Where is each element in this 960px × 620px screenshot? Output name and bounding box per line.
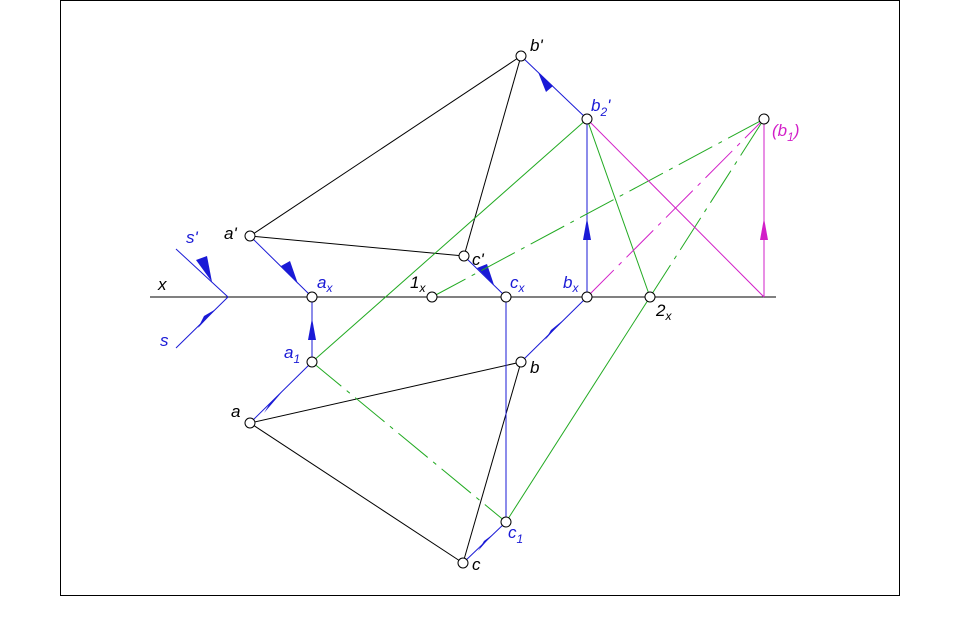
label-a-prime: a' xyxy=(224,224,237,243)
label-b1-sub: 1 xyxy=(787,130,794,144)
arrow-b-prime-b2-prime xyxy=(538,72,553,92)
label-s-prime: s' xyxy=(186,228,199,247)
point-a xyxy=(244,417,256,429)
point-bx xyxy=(581,291,593,303)
arrow-c-prime-cx xyxy=(477,264,494,285)
point-c xyxy=(457,557,469,569)
label-c1-main: c xyxy=(508,523,517,542)
label-a: a xyxy=(231,402,240,421)
point-1x xyxy=(426,291,438,303)
arrow-c-c1 xyxy=(478,535,492,551)
point-cx xyxy=(500,291,512,303)
label-2x-sub: x xyxy=(664,309,672,323)
point-a-prime xyxy=(244,230,256,242)
label-a1-sub: 1 xyxy=(293,352,300,366)
label-b2-prime-sub: 2 xyxy=(599,105,607,119)
label-c1-sub: 1 xyxy=(517,532,524,546)
green-b2-prime-2x xyxy=(586,118,651,298)
green-2x-c1 xyxy=(505,296,651,523)
line-b-prime-b2-prime xyxy=(520,55,588,120)
point-b1 xyxy=(758,113,770,125)
green-a1-c1 xyxy=(311,361,507,523)
label-ax: ax xyxy=(317,273,333,295)
arrow-a-prime-ax xyxy=(281,261,298,284)
direction-s-prime-arrow xyxy=(196,256,212,282)
green-2x-b1 xyxy=(649,118,765,298)
label-ax-sub: x xyxy=(325,281,333,295)
arrow-ax-a1 xyxy=(308,318,316,340)
arrow-bx-b2-prime xyxy=(583,218,591,240)
point-c1 xyxy=(500,516,512,528)
line-c-prime-cx xyxy=(463,255,507,298)
horizontal-triangle xyxy=(249,361,522,564)
blue-projection-lines xyxy=(249,55,588,564)
point-a1 xyxy=(306,356,318,368)
label-x-axis: x xyxy=(157,275,167,294)
point-b xyxy=(515,356,527,368)
label-a1: a1 xyxy=(284,343,300,366)
point-b2-prime xyxy=(581,113,593,125)
label-cx-sub: x xyxy=(518,281,526,295)
label-2x-main: 2 xyxy=(655,301,666,320)
edge-a-prime-b-prime xyxy=(249,55,522,237)
green-1x-b1 xyxy=(431,118,765,298)
edge-b-c xyxy=(462,361,522,564)
label-bx-sub: x xyxy=(571,281,579,295)
label-b1-close: ) xyxy=(792,121,800,140)
point-c-prime xyxy=(458,250,470,262)
edge-a-c xyxy=(249,422,464,564)
label-s: s xyxy=(160,331,169,350)
label-2x: 2x xyxy=(655,301,672,323)
edge-a-prime-c-prime xyxy=(249,235,465,257)
label-cx-main: c xyxy=(510,273,519,292)
label-c: c xyxy=(472,555,481,574)
label-bx: bx xyxy=(563,273,579,295)
green-lines xyxy=(311,118,765,523)
points xyxy=(244,50,770,569)
direction-s-arrow xyxy=(198,309,216,328)
label-b1-open: (b xyxy=(772,121,787,140)
label-b2-prime: b2' xyxy=(591,96,611,119)
magenta-lines xyxy=(586,118,765,298)
label-bx-main: b xyxy=(563,273,572,292)
label-cx: cx xyxy=(510,273,526,295)
drawing-frame xyxy=(60,0,900,596)
label-1x: 1x xyxy=(410,273,426,295)
label-b-prime: b' xyxy=(530,36,543,55)
label-b2-prime-main: b xyxy=(591,96,600,115)
label-c1: c1 xyxy=(508,523,523,546)
arrow-b-bx xyxy=(545,321,562,340)
edge-b-prime-c-prime xyxy=(463,55,522,257)
magenta-bx-b1 xyxy=(586,118,765,298)
blue-arrows xyxy=(264,72,591,551)
point-b-prime xyxy=(515,50,527,62)
label-a1-main: a xyxy=(284,343,293,362)
arrow-a-a1 xyxy=(264,392,282,413)
line-a-a1 xyxy=(249,361,313,424)
label-b2-prime-mark: ' xyxy=(607,96,611,115)
green-a1-b2-prime xyxy=(311,118,588,363)
point-2x xyxy=(644,291,656,303)
edge-a-b xyxy=(249,361,522,424)
point-ax xyxy=(306,291,318,303)
label-1x-sub: x xyxy=(418,281,426,295)
label-b: b xyxy=(530,358,539,377)
magenta-arrow xyxy=(760,218,768,240)
label-1x-main: 1 xyxy=(410,273,419,292)
line-a-prime-ax xyxy=(249,235,313,298)
label-b1: (b1) xyxy=(772,121,799,144)
direction-s-prime-line xyxy=(175,248,229,298)
frontal-triangle xyxy=(249,55,522,257)
label-c-prime: c' xyxy=(472,250,485,269)
label-ax-main: a xyxy=(317,273,326,292)
